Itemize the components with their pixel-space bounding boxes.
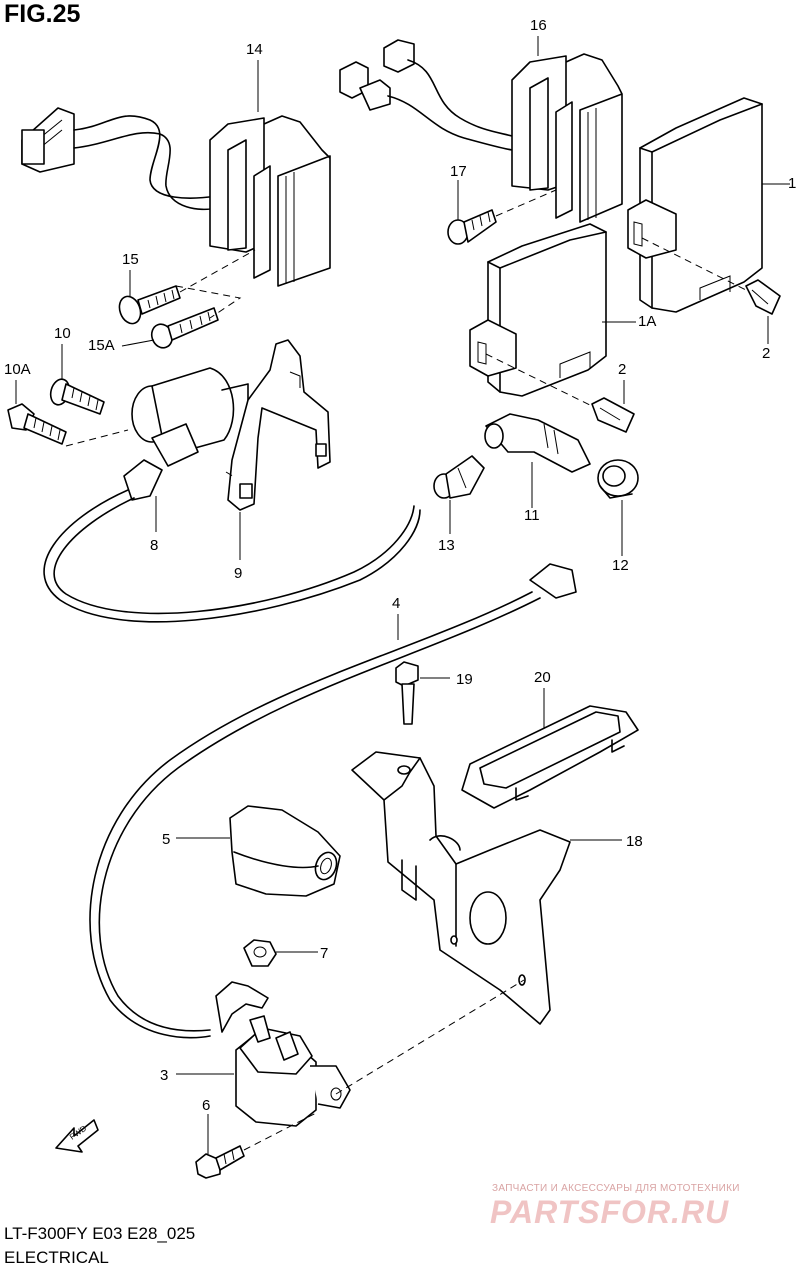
callout-13[interactable]: 13 (438, 537, 455, 554)
part-8-ignition-coil[interactable] (43, 367, 421, 623)
part-10-bolt[interactable] (48, 377, 105, 415)
callout-20[interactable]: 20 (534, 669, 551, 686)
part-15-bolt[interactable] (116, 285, 181, 327)
part-6-bolt[interactable] (195, 1145, 245, 1179)
part-18-bracket-plate[interactable] (351, 751, 571, 1025)
section-name: ELECTRICAL (4, 1248, 109, 1267)
callout-8[interactable]: 8 (150, 537, 159, 554)
callout-2-upper[interactable]: 2 (762, 345, 771, 362)
part-1A-cdi-unit[interactable] (469, 223, 607, 397)
callout-11[interactable]: 11 (524, 507, 540, 524)
callout-14[interactable]: 14 (246, 41, 263, 58)
part-17-bolt[interactable] (447, 209, 497, 245)
callout-1A[interactable]: 1A (638, 313, 657, 330)
part-10A-bolt[interactable] (7, 403, 67, 445)
callout-17[interactable]: 17 (450, 163, 467, 180)
part-13-plug-cap[interactable] (433, 455, 485, 499)
callout-16[interactable]: 16 (530, 17, 547, 34)
callout-3[interactable]: 3 (160, 1067, 169, 1084)
part-20-strap[interactable] (461, 705, 639, 809)
leader-lines (15, 36, 790, 1154)
fwd-arrow-icon: FWD (55, 1119, 99, 1153)
callout-19[interactable]: 19 (456, 671, 473, 688)
callout-1[interactable]: 1 (788, 175, 797, 192)
callout-4[interactable]: 4 (392, 595, 401, 612)
part-7-nut[interactable] (243, 939, 277, 967)
callout-2-lower[interactable]: 2 (618, 361, 627, 378)
part-12-cap[interactable] (597, 459, 639, 499)
part-14-regulator-rectifier[interactable] (21, 107, 331, 287)
part-11-plug-cap[interactable] (484, 413, 591, 473)
callout-10[interactable]: 10 (54, 325, 71, 342)
part-2-bolt-lower[interactable] (591, 397, 635, 433)
part-16-regulator[interactable] (339, 39, 623, 223)
callout-6[interactable]: 6 (202, 1097, 211, 1114)
callout-15[interactable]: 15 (122, 251, 139, 268)
model-code: LT-F300FY E03 E28_025 (4, 1224, 196, 1243)
part-9-bracket[interactable] (227, 339, 331, 511)
part-19-bolt[interactable] (395, 661, 419, 725)
callout-5[interactable]: 5 (162, 831, 171, 848)
callout-15A[interactable]: 15A (88, 337, 115, 354)
part-2-bolt-upper[interactable] (745, 279, 781, 315)
part-3-starter-relay[interactable] (215, 981, 351, 1127)
callout-10A[interactable]: 10A (4, 361, 31, 378)
callout-18[interactable]: 18 (626, 833, 643, 850)
callout-12[interactable]: 12 (612, 557, 629, 574)
part-5-cover[interactable] (229, 805, 341, 897)
figure-title: FIG.25 (4, 0, 81, 28)
watermark-tagline: ЗАПЧАСТИ И АКСЕССУАРЫ ДЛЯ МОТОТЕХНИКИ (492, 1183, 740, 1194)
part-15A-bolt[interactable] (148, 307, 219, 351)
watermark-logo: PARTSFOR.RU (490, 1194, 730, 1230)
part-4-cable[interactable] (89, 563, 577, 1039)
part-1-cdi-unit[interactable] (627, 97, 763, 313)
callout-9[interactable]: 9 (234, 565, 243, 582)
callout-7[interactable]: 7 (320, 945, 329, 962)
